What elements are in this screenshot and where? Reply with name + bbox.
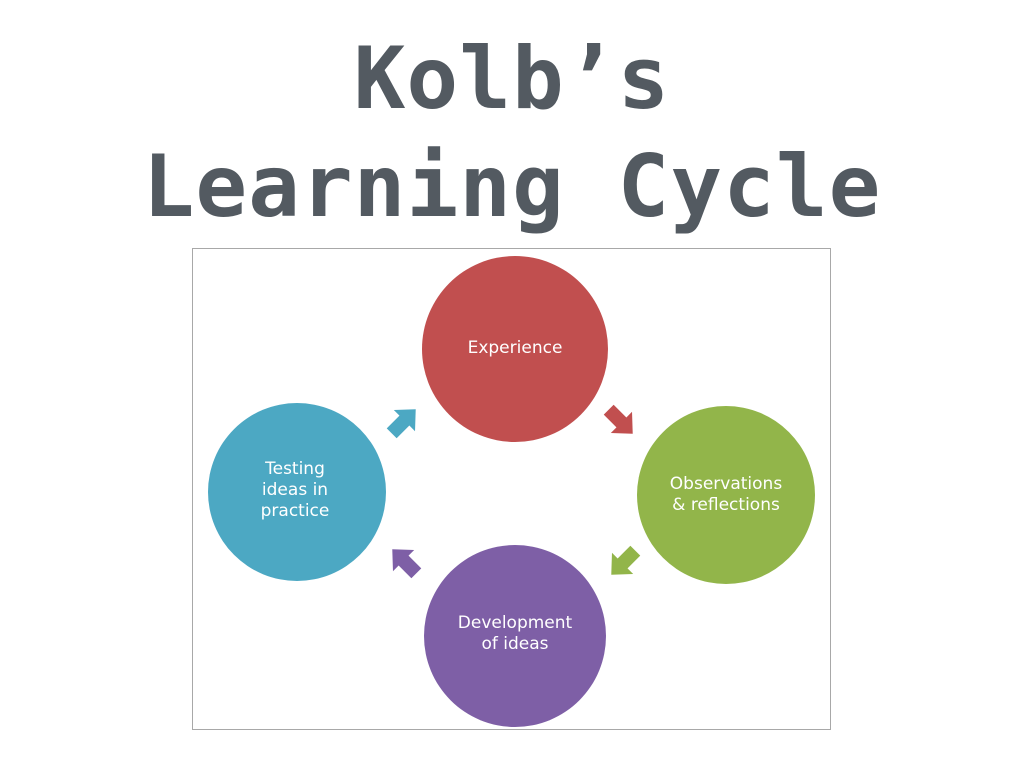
arrow-development-to-testing: [392, 549, 422, 579]
stage-circle-development: [424, 545, 606, 727]
stage-circle-observations: [637, 406, 815, 584]
stage-circle-testing: [208, 403, 386, 581]
stage-label-testing: Testing ideas in practice: [260, 459, 330, 521]
title-line-1: Kolb’s: [353, 29, 671, 129]
learning-cycle-diagram: Experience Observations & reflections De…: [192, 248, 831, 730]
stage-label-development: Development of ideas: [457, 613, 573, 654]
stage-label-observations: Observations & reflections: [669, 474, 783, 515]
arrow-observations-to-development: [611, 545, 641, 575]
arrow-testing-to-experience: [386, 409, 416, 439]
title-line-2: Learning Cycle: [142, 137, 882, 237]
arrow-experience-to-observations: [603, 404, 633, 434]
stage-label-experience: Experience: [467, 338, 563, 358]
cycle-diagram-svg: [208, 256, 815, 727]
stage-circle-experience: [422, 256, 608, 442]
